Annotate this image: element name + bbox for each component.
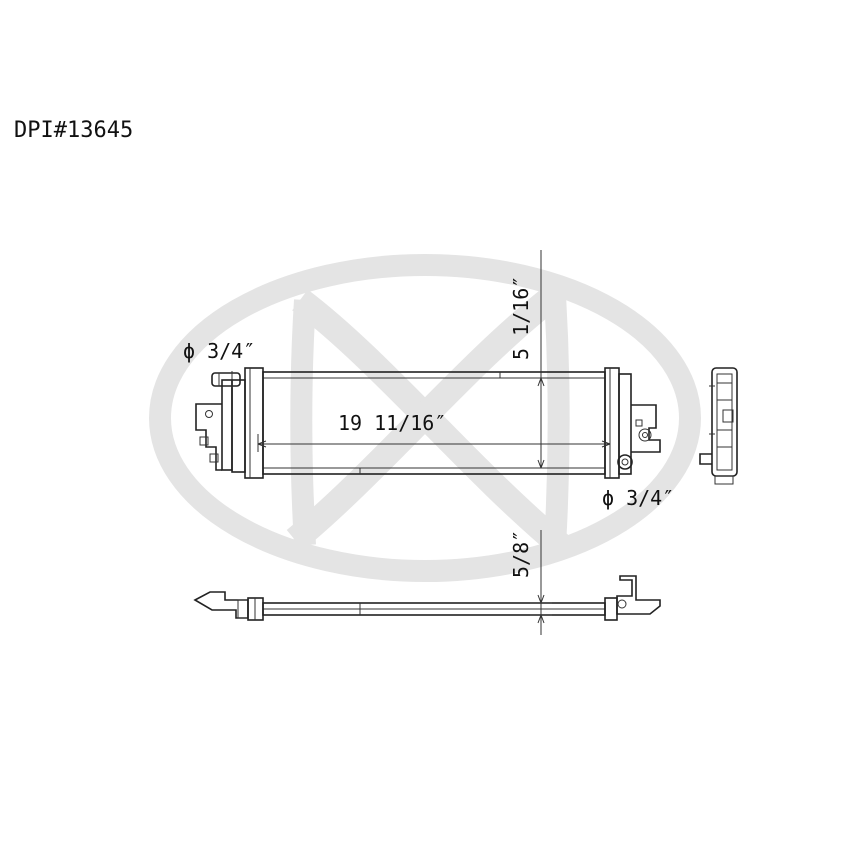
- right-tank: [604, 367, 661, 479]
- outlet-pipe: [617, 454, 633, 470]
- width-dimension: [257, 434, 611, 452]
- bottom-view: [193, 575, 661, 621]
- core-thickness-label: 5/8″: [509, 530, 533, 578]
- core-height-label: 5 1/16″: [509, 276, 533, 360]
- watermark-logo: [149, 254, 701, 582]
- front-view: 19 11/16″ 5 1/16″ ϕ 3/4″ ϕ 3/4″: [183, 250, 674, 510]
- left-tank: [195, 367, 264, 479]
- inlet-diameter-label: ϕ 3/4″: [183, 339, 255, 363]
- core-width-label: 19 11/16″: [338, 411, 446, 435]
- outlet-diameter-label: ϕ 3/4″: [602, 486, 674, 510]
- part-number: DPI#13645: [14, 118, 133, 143]
- side-view: [699, 367, 738, 485]
- height-dimension: [530, 250, 552, 469]
- inlet-pipe: [211, 371, 241, 388]
- thickness-dimension: [530, 530, 552, 635]
